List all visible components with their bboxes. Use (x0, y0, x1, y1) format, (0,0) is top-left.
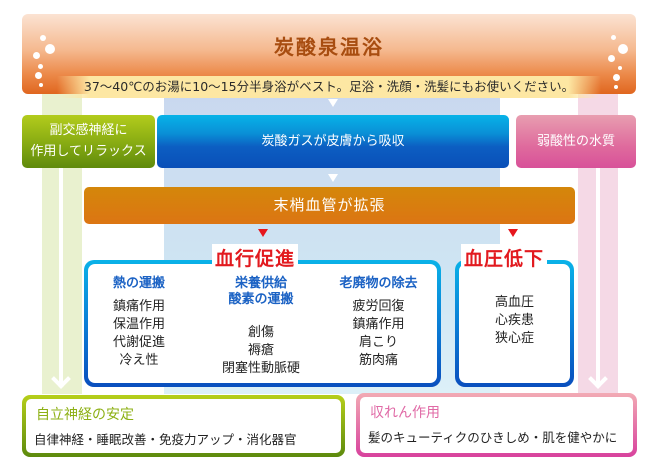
column-item: 肩こり (358, 335, 398, 350)
bubble-icon (613, 74, 620, 81)
header-subtitle: 37～40℃のお湯に10～15分半身浴がベスト。足浴・洗顔・洗髪にもお使いくださ… (57, 76, 601, 98)
column-item: 創傷 (247, 325, 274, 340)
red-down-arrow-icon (258, 229, 268, 237)
column-nutrient-supply: 栄養供給 酸素の運搬 創傷 褥瘡 閉塞性動脈硬 (206, 276, 316, 378)
parasympathetic-line2: 作用してリラックス (30, 144, 147, 159)
autonomic-stability-title: 自立神経の安定 (36, 407, 134, 423)
pressure-item: 高血圧 (494, 295, 534, 310)
column-item: 筋肉痛 (358, 353, 398, 368)
column-heading: 栄養供給 (234, 276, 287, 291)
bubble-icon (38, 64, 43, 69)
blood-pressure-title: 血圧低下 (461, 244, 548, 271)
column-heading: 老廃物の除去 (339, 276, 418, 291)
bubble-icon (33, 52, 40, 59)
bubble-icon (618, 44, 628, 54)
autonomic-stability-text: 自律神経・睡眠改善・免疫力アップ・消化器官 (34, 432, 297, 447)
circulation-title: 血行促進 (212, 244, 299, 271)
bubble-icon (45, 44, 55, 54)
column-item: 閉塞性動脈硬 (221, 361, 300, 376)
bubble-icon (614, 85, 618, 89)
pressure-item: 狭心症 (494, 331, 534, 346)
bubble-icon (40, 35, 46, 41)
column-item: 鎮痛作用 (352, 317, 405, 332)
astringent-effect-box: 収れん作用 髪のキューティクのひきしめ・肌を健やかに (356, 393, 637, 457)
bubble-icon (611, 35, 616, 40)
down-arrow-icon (328, 174, 338, 182)
autonomic-stability-box: 自立神経の安定 自律神経・睡眠改善・免疫力アップ・消化器官 (22, 395, 345, 457)
bubble-icon (35, 72, 42, 79)
left-flow-line (59, 168, 63, 386)
parasympathetic-line1: 副交感神経に (49, 123, 128, 138)
column-item: 鎮痛作用 (112, 299, 165, 314)
column-item: 疲労回復 (352, 299, 405, 314)
bubble-icon (618, 66, 622, 70)
down-arrow-icon (328, 99, 338, 107)
column-heading: 熱の運搬 (112, 276, 165, 291)
bubble-icon (608, 55, 615, 62)
blood-pressure-panel: 高血圧 心疾患 狭心症 (455, 260, 574, 387)
column-heading: 酸素の運搬 (228, 292, 294, 307)
column-item: 保温作用 (112, 317, 165, 332)
header-banner: 炭酸泉温浴 37～40℃のお湯に10～15分半身浴がベスト。足浴・洗顔・洗髪にも… (22, 14, 636, 98)
header-title: 炭酸泉温浴 (274, 35, 384, 59)
column-item: 褥瘡 (247, 343, 274, 358)
vasodilation-box: 末梢血管が拡張 (84, 187, 575, 224)
pressure-item: 心疾患 (494, 313, 534, 328)
column-heat-transport: 熱の運搬 鎮痛作用 保温作用 代謝促進 冷え性 (94, 276, 184, 370)
circulation-panel: 熱の運搬 鎮痛作用 保温作用 代謝促進 冷え性 栄養供給 酸素の運搬 創傷 褥瘡… (84, 260, 441, 387)
right-flow-line (596, 168, 600, 386)
weak-acid-box: 弱酸性の水質 (516, 115, 636, 168)
red-down-arrow-icon (508, 229, 518, 237)
astringent-effect-text: 髪のキューティクのひきしめ・肌を健やかに (368, 430, 618, 445)
column-item: 冷え性 (119, 353, 159, 368)
column-waste-removal: 老廃物の除去 疲労回復 鎮痛作用 肩こり 筋肉痛 (326, 276, 431, 370)
astringent-effect-title: 収れん作用 (370, 405, 440, 421)
co2-absorption-box: 炭酸ガスが皮膚から吸収 (157, 115, 509, 168)
pressure-items: 高血圧 心疾患 狭心症 (459, 294, 570, 348)
bubble-icon (39, 83, 43, 87)
parasympathetic-box: 副交感神経に 作用してリラックス (22, 115, 155, 168)
column-item: 代謝促進 (112, 335, 165, 350)
